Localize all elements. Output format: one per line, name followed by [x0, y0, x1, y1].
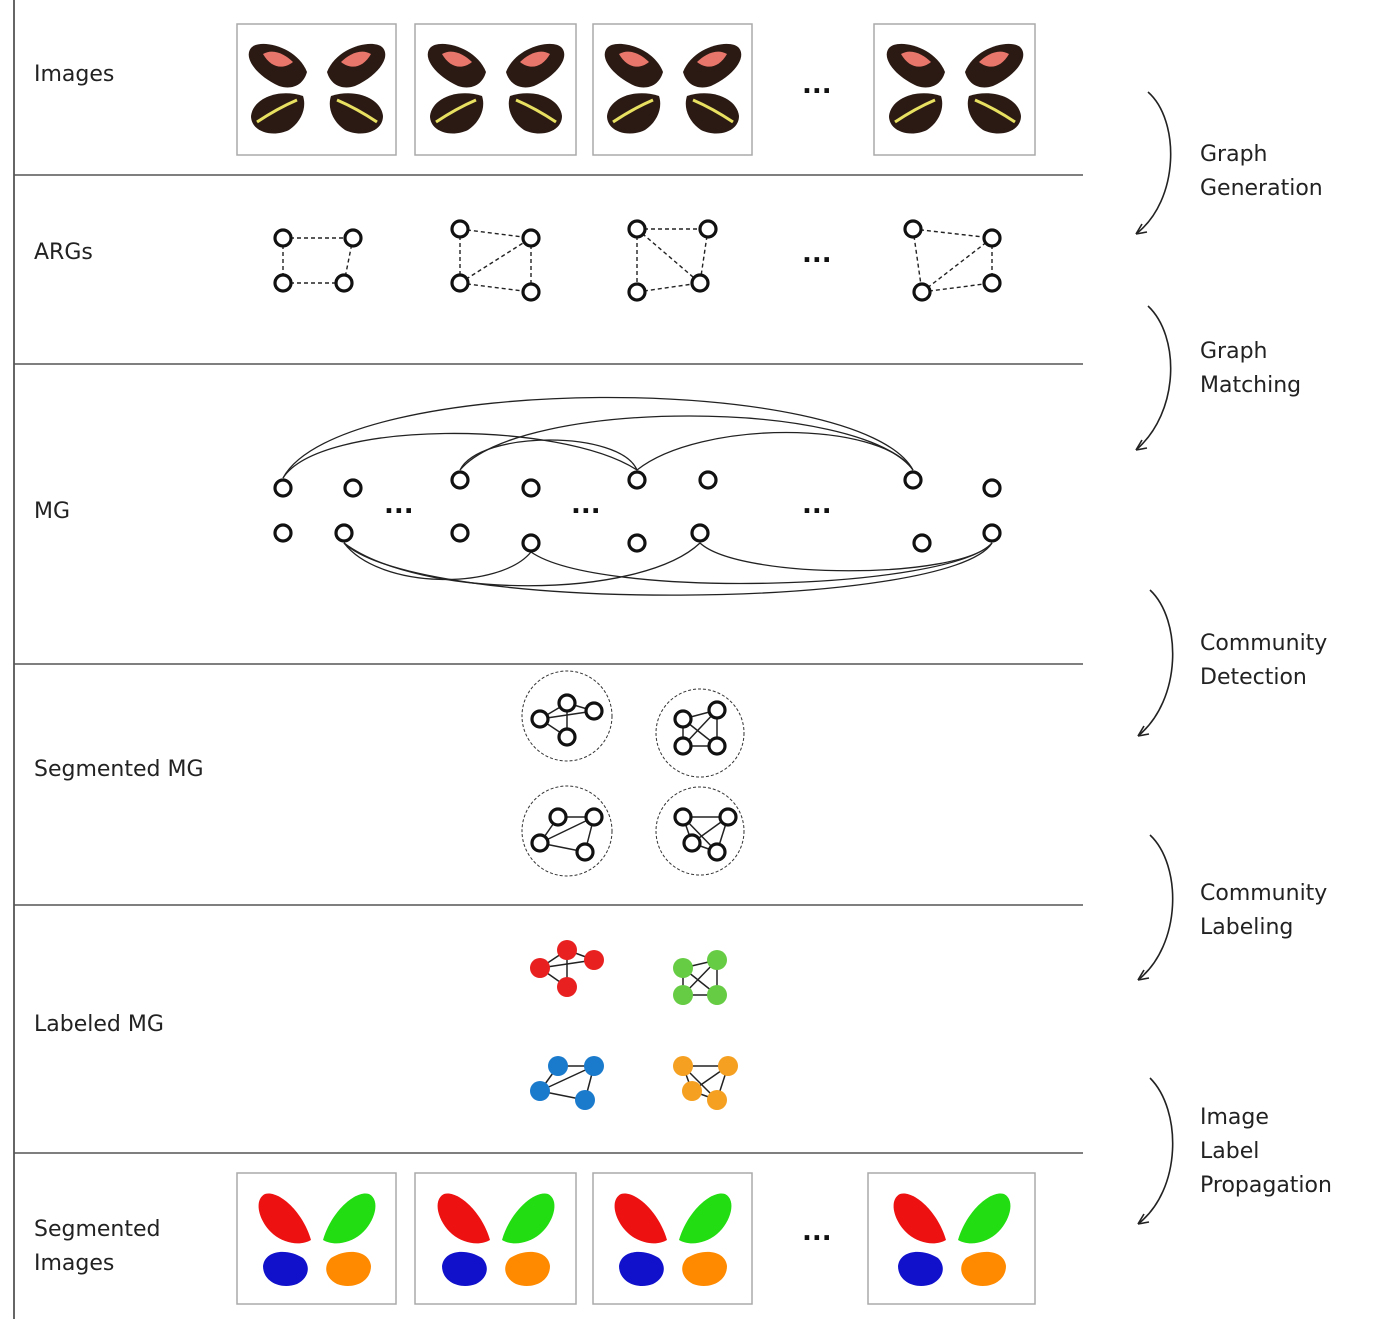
row-label-images: Images: [34, 62, 114, 87]
arg-graph: [450, 219, 541, 302]
row-label-labeled-mg: Labeled MG: [34, 1012, 164, 1037]
curved-arrow-icon: [1135, 305, 1172, 451]
community: [521, 670, 613, 762]
row-label-mg: MG: [34, 499, 70, 524]
image-frame: [592, 23, 753, 156]
community: [655, 786, 745, 876]
arg-graph: [903, 219, 1002, 302]
image-frame: [414, 23, 577, 156]
arrow-head-icon: [1137, 969, 1150, 981]
curved-arrow-icon: [1137, 834, 1174, 981]
segmented-images-row: ...: [236, 1172, 1036, 1305]
community: [655, 688, 745, 778]
image-frame: [236, 23, 397, 156]
arrow-head-icon: [1135, 223, 1148, 235]
labeled-community-blue: [530, 1056, 604, 1110]
curved-arrow-icon: [1137, 1077, 1174, 1225]
mg-arcs: [282, 396, 993, 596]
images-row: ...: [236, 23, 1036, 156]
image-frame: [592, 1172, 753, 1305]
ellipsis: ...: [384, 490, 414, 520]
image-frame: [236, 1172, 397, 1305]
arg-graph: [273, 228, 363, 293]
arrow-head-icon: [1135, 439, 1148, 451]
curved-arrow-icon: [1137, 589, 1174, 737]
mg-row: ... ... ...: [273, 396, 1002, 596]
image-frame: [867, 1172, 1036, 1305]
ellipsis: ...: [802, 1217, 832, 1247]
ellipsis: ...: [802, 70, 832, 100]
row-separators: [14, 174, 1083, 1154]
image-frame: [414, 1172, 577, 1305]
arrow-head-icon: [1137, 725, 1150, 737]
labeled-community-red: [530, 940, 604, 997]
image-frame: [873, 23, 1036, 156]
args-row: ...: [273, 219, 1002, 302]
row-label-args: ARGs: [34, 240, 93, 265]
row-label-segmented-mg: Segmented MG: [34, 757, 204, 782]
labeled-mg-row: [530, 940, 738, 1110]
community: [521, 785, 613, 877]
ellipsis: ...: [802, 239, 832, 269]
segmented-mg-row: [521, 670, 745, 877]
arrow-head-icon: [1137, 1213, 1150, 1225]
labeled-community-green: [673, 950, 727, 1005]
arg-graph: [627, 219, 718, 302]
labeled-community-orange: [673, 1056, 738, 1110]
ellipsis: ...: [571, 490, 601, 520]
curved-arrow-icon: [1135, 91, 1172, 235]
ellipsis: ...: [802, 490, 832, 520]
